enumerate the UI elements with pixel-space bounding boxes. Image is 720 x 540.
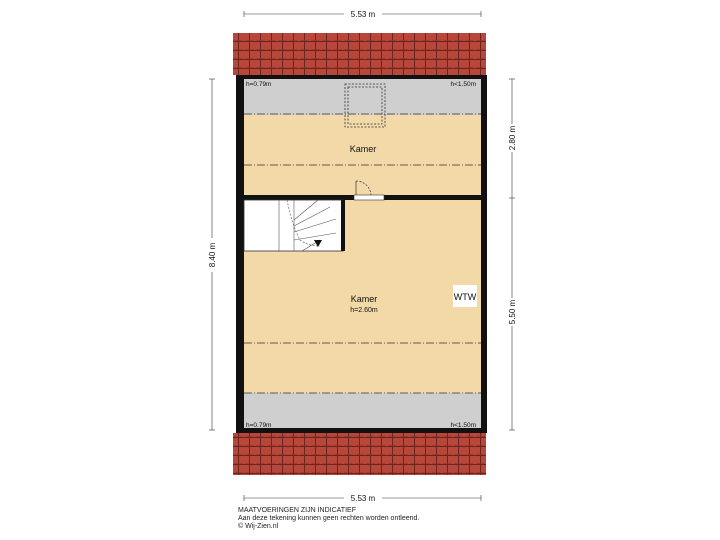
dim-right-upper: 2.80 m — [508, 125, 517, 150]
footer: MAATVOERINGEN ZIJN INDICATIEF Aan deze t… — [238, 507, 419, 531]
dimension-labels: 5.53 m 5.53 m 8.40 m 2.80 m 5.50 m — [206, 8, 518, 504]
roof-tiles-top — [233, 33, 486, 75]
door-opening — [353, 194, 385, 201]
dim-left-height: 8.40 m — [208, 242, 217, 267]
wtw-label: WTW — [454, 292, 477, 302]
roof-tiles-bottom — [233, 433, 486, 475]
height-top-right: h<1.50m — [451, 81, 476, 88]
height-bottom-left: h=0.79m — [246, 422, 271, 429]
dim-top-width: 5.53 m — [351, 10, 376, 19]
dim-right-lower: 5.50 m — [508, 299, 517, 324]
upper-room-name: Kamer — [350, 144, 377, 154]
lower-room-name: Kamer — [351, 294, 378, 304]
skylight — [344, 83, 386, 128]
low-zone-bottom — [244, 393, 481, 428]
low-zone-top — [244, 79, 481, 115]
height-top-left: h=0.79m — [246, 81, 271, 88]
staircase — [243, 199, 345, 252]
door-swing-icon — [355, 180, 372, 196]
footer-disclaimer-title: MAATVOERINGEN ZIJN INDICATIEF — [238, 507, 356, 514]
stair-arrow-icon — [314, 240, 322, 247]
footer-copyright: © Wij-Zien.nl — [238, 523, 279, 530]
lower-room-height: h=2.60m — [350, 307, 378, 314]
upper-room-floor — [244, 115, 481, 195]
footer-disclaimer-text: Aan deze tekening kunnen geen rechten wo… — [238, 515, 420, 522]
dim-bottom-width: 5.53 m — [351, 494, 376, 503]
height-bottom-right: h<1.50m — [451, 422, 476, 429]
wtw-box — [453, 285, 477, 307]
height-lines — [244, 113, 481, 394]
